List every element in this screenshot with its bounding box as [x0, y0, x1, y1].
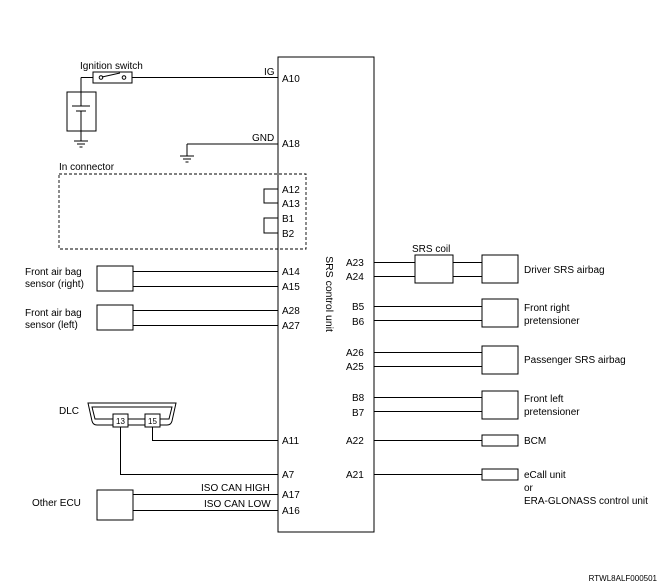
pin-b8: B8: [352, 393, 365, 404]
ecall-unit-label-3: ERA-GLONASS control unit: [524, 496, 648, 507]
dlc-connector-icon: [87, 402, 177, 426]
pin-b7: B7: [352, 408, 365, 419]
pin-a24: A24: [346, 272, 364, 283]
ecall-circuit: eCall unit or ERA-GLONASS control unit: [374, 468, 648, 507]
in-connector-box: [58, 173, 307, 250]
front-airbag-sensor-left: Front air bag sensor (left): [25, 304, 278, 331]
pin-b6: B6: [352, 317, 365, 328]
pin-a13: A13: [282, 199, 300, 210]
pin-a17: A17: [282, 490, 300, 501]
pin-a26: A26: [346, 348, 364, 359]
passenger-srs-airbag-box: [481, 345, 519, 375]
front-airbag-sensor-right-label-1: Front air bag: [25, 267, 82, 278]
pin-a27: A27: [282, 321, 300, 332]
srs-coil-label: SRS coil: [412, 244, 450, 255]
ecall-unit-box: [481, 468, 519, 481]
iso-can-high-label: ISO CAN HIGH: [201, 483, 270, 494]
dlc-connector: DLC 13 15: [59, 402, 278, 475]
pin-a18: A18: [282, 139, 300, 150]
dlc-pin-13: 13: [116, 417, 125, 426]
srs-coil-box: [414, 254, 454, 284]
figure-code: RTWL8ALF000501: [589, 574, 658, 583]
pin-a15: A15: [282, 282, 300, 293]
ground-icon: [180, 155, 194, 163]
sensor-left-box: [96, 304, 134, 331]
pin-a7: A7: [282, 470, 295, 481]
pin-b2: B2: [282, 229, 295, 240]
front-airbag-sensor-right: Front air bag sensor (right): [25, 265, 278, 292]
dlc-label: DLC: [59, 406, 79, 417]
pin-b5: B5: [352, 302, 365, 313]
bcm-circuit: BCM: [374, 434, 546, 447]
pin-a25: A25: [346, 362, 364, 373]
front-left-pretensioner-label-1: Front left: [524, 394, 564, 405]
gnd-label: GND: [252, 133, 274, 144]
pin-b1: B1: [282, 214, 295, 225]
pin-a10: A10: [282, 74, 300, 85]
passenger-srs-airbag-label: Passenger SRS airbag: [524, 355, 626, 366]
dlc-pin-15: 15: [148, 417, 157, 426]
pin-a22: A22: [346, 436, 364, 447]
sensor-right-box: [96, 265, 134, 292]
front-right-pretensioner-label-1: Front right: [524, 303, 570, 314]
gnd-circuit: GND: [180, 133, 278, 163]
front-right-pretensioner-box: [481, 298, 519, 328]
bcm-label: BCM: [524, 436, 546, 447]
ignition-switch-label: Ignition switch: [80, 61, 143, 72]
front-left-pretensioner-circuit: Front left pretensioner: [374, 390, 580, 420]
iso-can-low-label: ISO CAN LOW: [204, 499, 271, 510]
pin-a21: A21: [346, 470, 364, 481]
other-ecu-box: [96, 489, 134, 521]
ig-label: IG: [264, 67, 275, 78]
front-airbag-sensor-left-label-1: Front air bag: [25, 308, 82, 319]
driver-srs-airbag-circuit: SRS coil Driver SRS airbag: [374, 244, 605, 284]
pin-a23: A23: [346, 258, 364, 269]
pin-a16: A16: [282, 506, 300, 517]
srs-control-unit-label: SRS control unit: [323, 256, 335, 332]
ignition-circuit: Ignition switch IG: [66, 61, 278, 148]
driver-srs-airbag-label: Driver SRS airbag: [524, 265, 605, 276]
front-left-pretensioner-box: [481, 390, 519, 420]
ground-icon: [74, 140, 88, 148]
pin-a12: A12: [282, 185, 300, 196]
driver-srs-airbag-box: [481, 254, 519, 284]
bcm-box: [481, 434, 519, 447]
front-right-pretensioner-label-2: pretensioner: [524, 316, 580, 327]
pin-a28: A28: [282, 306, 300, 317]
in-connector-label: In connector: [59, 162, 115, 173]
passenger-srs-airbag-circuit: Passenger SRS airbag: [374, 345, 626, 375]
other-ecu-label: Other ECU: [32, 498, 81, 509]
other-ecu: Other ECU ISO CAN HIGH ISO CAN LOW: [32, 483, 278, 521]
ecall-unit-label-2: or: [524, 483, 534, 494]
front-right-pretensioner-circuit: Front right pretensioner: [374, 298, 580, 328]
ecall-unit-label-1: eCall unit: [524, 470, 566, 481]
front-airbag-sensor-left-label-2: sensor (left): [25, 320, 78, 331]
srs-control-unit-box: [277, 56, 375, 533]
front-left-pretensioner-label-2: pretensioner: [524, 407, 580, 418]
pin-a14: A14: [282, 267, 300, 278]
pin-a11: A11: [282, 436, 299, 447]
front-airbag-sensor-right-label-2: sensor (right): [25, 279, 84, 290]
